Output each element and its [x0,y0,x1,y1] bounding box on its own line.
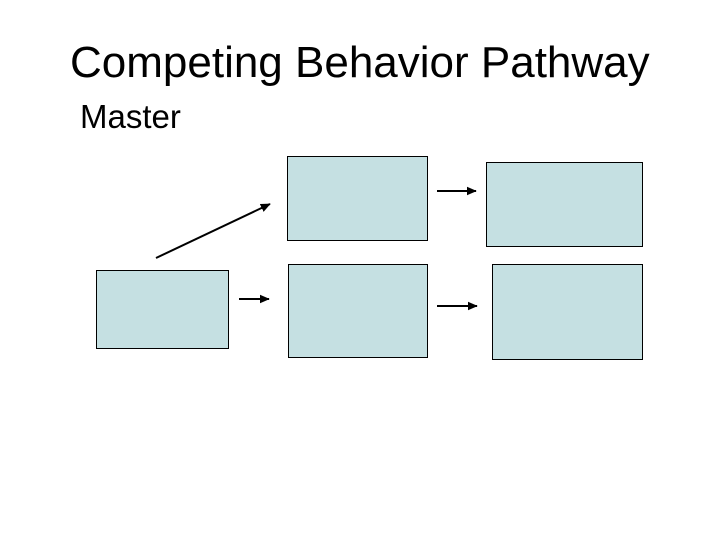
slide-title: Competing Behavior Pathway [70,38,650,87]
diagram-box-top-right [486,162,643,247]
diagram-box-bottom-middle [288,264,428,358]
diagram-box-top-middle [287,156,428,241]
diagram-box-bottom-left [96,270,229,349]
diagram-box-bottom-right [492,264,643,360]
master-label: Master [80,98,181,135]
connector-arrow-diagonal-to-top-middle [155,203,271,259]
